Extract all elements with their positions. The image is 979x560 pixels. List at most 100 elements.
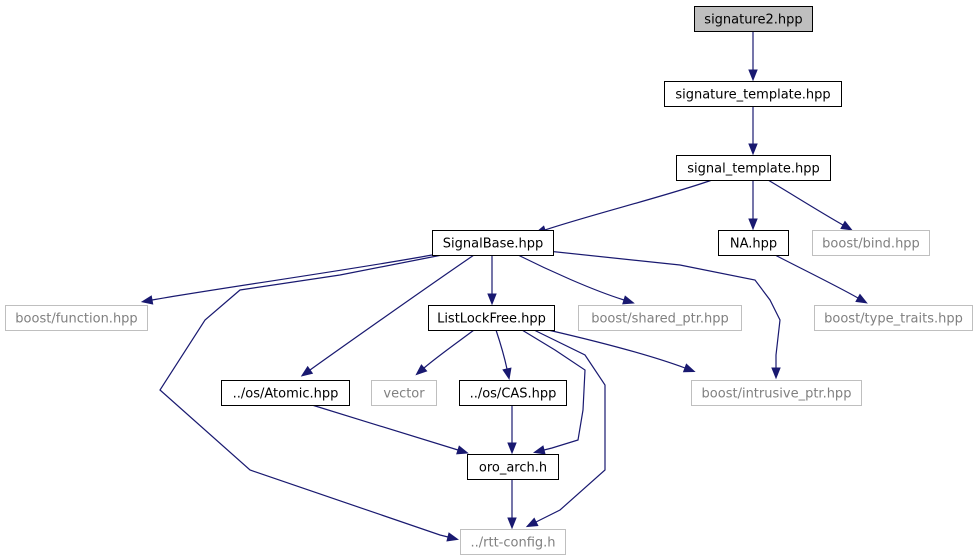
edge-line <box>151 254 433 301</box>
node-signal-template[interactable]: signal_template.hpp <box>676 155 831 181</box>
node-signalbase[interactable]: SignalBase.hpp <box>432 230 554 256</box>
node-boost-function: boost/function.hpp <box>5 305 148 331</box>
node-box <box>221 380 350 406</box>
edge-listlockfree-to-rtt_config <box>525 329 606 528</box>
node-boost-intrusive-ptr: boost/intrusive_ptr.hpp <box>691 380 862 406</box>
edge-arrowhead <box>748 69 758 82</box>
node-label: ../rtt-config.h <box>470 536 555 551</box>
edge-signature2-to-signature_template <box>748 31 758 82</box>
node-label: ../os/Atomic.hpp <box>233 387 339 402</box>
edge-arrowhead <box>140 295 154 305</box>
edge-line <box>423 329 475 369</box>
edge-os_cas-to-oro_arch <box>507 404 517 455</box>
edge-signalbase-to-os_atomic <box>300 254 475 377</box>
edge-arrowhead <box>507 442 517 455</box>
node-na[interactable]: NA.hpp <box>718 230 789 256</box>
node-box <box>371 380 437 406</box>
edge-arrowhead <box>300 365 314 377</box>
edge-line <box>544 179 713 231</box>
node-box <box>676 155 831 181</box>
edge-arrowhead <box>840 220 853 231</box>
edges-layer <box>140 31 868 542</box>
edge-listlockfree-to-os_cas <box>495 329 512 381</box>
edge-arrowhead <box>748 143 758 156</box>
node-box <box>664 81 842 107</box>
node-label: boost/intrusive_ptr.hpp <box>702 387 852 402</box>
edge-arrowhead <box>487 293 497 306</box>
edge-listlockfree-to-boost_intrusive_ptr <box>547 329 696 373</box>
node-box <box>467 454 559 480</box>
node-box <box>432 230 554 256</box>
node-label: boost/function.hpp <box>15 312 137 327</box>
edge-arrowhead <box>748 218 758 231</box>
edge-line <box>309 254 475 371</box>
edge-signalbase-to-boost_function <box>140 254 433 305</box>
edge-line <box>311 404 459 451</box>
node-label: ListLockFree.hpp <box>437 312 546 327</box>
edge-line <box>495 329 508 370</box>
node-box <box>718 230 789 256</box>
node-signature2[interactable]: signature2.hpp <box>694 6 813 32</box>
edge-arrowhead <box>622 295 635 305</box>
edge-line <box>517 254 625 301</box>
edge-na-to-boost_type_traits <box>774 254 868 304</box>
edge-signalbase-to-rtt_config <box>159 254 460 542</box>
edge-arrowhead <box>532 445 546 455</box>
edge-arrowhead <box>682 363 696 373</box>
edge-line <box>159 254 449 538</box>
edge-signalbase-to-boost_intrusive_ptr <box>537 249 781 380</box>
node-rtt-config: ../rtt-config.h <box>460 529 566 555</box>
node-listlockfree[interactable]: ListLockFree.hpp <box>428 305 555 331</box>
edge-signalbase-to-boost_shared_ptr <box>517 254 635 305</box>
node-label: NA.hpp <box>730 237 777 252</box>
edge-line <box>537 249 781 368</box>
node-label: oro_arch.h <box>479 461 547 476</box>
edge-arrowhead <box>855 293 868 304</box>
node-box <box>460 529 566 555</box>
node-box <box>814 305 973 331</box>
edge-signature_template-to-signal_template <box>748 106 758 156</box>
edge-oro_arch-to-rtt_config <box>507 478 517 530</box>
node-label: SignalBase.hpp <box>443 237 543 252</box>
edge-arrowhead <box>525 517 539 528</box>
edge-line <box>521 329 586 451</box>
edge-arrowhead <box>502 367 512 381</box>
edge-listlockfree-to-vector <box>415 329 475 376</box>
node-oro-arch[interactable]: oro_arch.h <box>467 454 559 480</box>
node-boost-shared-ptr: boost/shared_ptr.hpp <box>578 305 742 331</box>
node-label: signal_template.hpp <box>687 162 820 177</box>
node-boost-bind: boost/bind.hpp <box>812 230 930 256</box>
node-os-cas[interactable]: ../os/CAS.hpp <box>459 380 567 406</box>
node-label: boost/bind.hpp <box>822 237 920 252</box>
node-box <box>691 380 862 406</box>
node-label: signature_template.hpp <box>675 88 830 103</box>
nodes-layer: signature2.hpp signature_template.hppsign… <box>5 6 973 555</box>
edge-arrowhead <box>771 367 781 380</box>
node-box <box>428 305 555 331</box>
edge-line <box>533 329 606 523</box>
edge-signalbase-to-listlockfree <box>487 254 497 306</box>
node-box <box>5 305 148 331</box>
node-label: boost/shared_ptr.hpp <box>591 312 729 327</box>
node-box <box>812 230 930 256</box>
node-boost-type-traits: boost/type_traits.hpp <box>814 305 973 331</box>
edge-arrowhead <box>446 532 460 542</box>
edge-arrowhead <box>415 364 428 376</box>
edge-arrowhead <box>507 517 517 530</box>
node-box <box>578 305 742 331</box>
node-label: vector <box>383 387 425 402</box>
node-vector: vector <box>371 380 437 406</box>
node-label: boost/type_traits.hpp <box>824 312 963 327</box>
node-box <box>694 6 813 32</box>
node-box <box>459 380 567 406</box>
edge-arrowhead <box>456 445 469 455</box>
edge-line <box>774 254 859 299</box>
node-os-atomic[interactable]: ../os/Atomic.hpp <box>221 380 350 406</box>
edge-signal_template-to-na <box>748 180 758 231</box>
edge-listlockfree-to-oro_arch <box>521 329 586 455</box>
edge-os_atomic-to-oro_arch <box>311 404 469 455</box>
edge-line <box>767 179 844 226</box>
node-signature-template[interactable]: signature_template.hpp <box>664 81 842 107</box>
edge-line <box>547 329 686 369</box>
